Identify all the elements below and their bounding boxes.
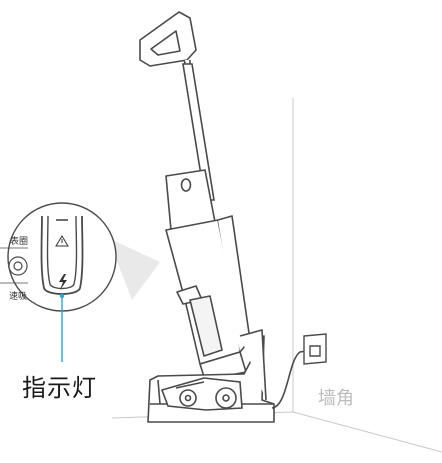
wall-socket	[303, 333, 327, 365]
power-cable	[271, 349, 313, 409]
callout-pointer	[59, 293, 65, 362]
callout-top-text: 表圈	[10, 236, 29, 246]
warning-icon	[55, 235, 69, 247]
indicator-light-label: 指示灯	[22, 375, 97, 402]
floor-head	[160, 377, 243, 411]
vacuum-body	[165, 169, 251, 381]
callout-cone	[108, 238, 160, 300]
callout-bottom-text: 速吸	[9, 291, 28, 301]
vacuum-wand	[182, 63, 215, 201]
wall-corner-label: 墙角	[318, 388, 354, 408]
power-button-icon	[8, 256, 28, 276]
lightning-icon	[59, 274, 67, 290]
floor-right-line	[292, 411, 442, 453]
vacuum-handle	[139, 11, 197, 67]
